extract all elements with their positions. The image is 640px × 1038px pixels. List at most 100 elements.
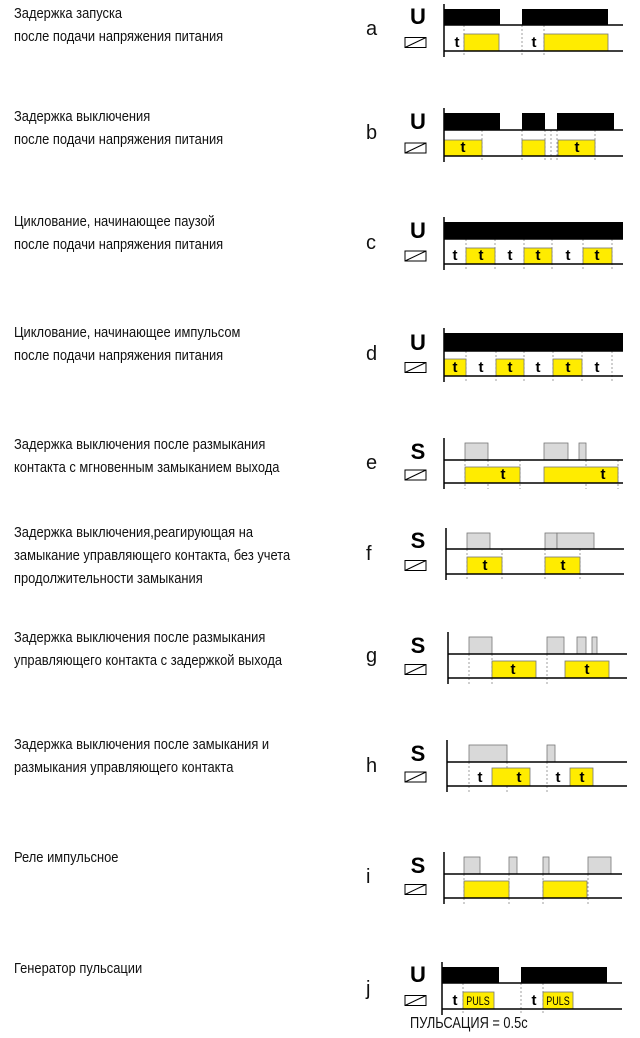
signal-label-U: U [410,4,426,29]
description-line: Реле импульсное [14,849,119,866]
signal-label-S: S [411,853,426,878]
time-label: t [566,247,571,264]
signal-label-U: U [410,218,426,243]
supply-pulse [522,113,545,130]
time-label: t [561,557,566,574]
coil-diagonal [404,250,427,262]
supply-pulse [444,9,500,25]
description-b: Задержка выключения после подачи напряжен… [14,105,223,151]
time-label: t [595,359,600,376]
time-label: t [566,359,571,376]
control-pulse [544,532,558,550]
signal-label-S: S [411,528,426,553]
time-label: t [580,769,585,786]
control-pulse [468,744,508,763]
diagram-letter-i: i [366,866,371,888]
time-label: t [483,557,488,574]
time-label: t [536,247,541,264]
output-pulse [464,466,521,484]
supply-pulse [442,967,499,983]
time-label: t [461,139,466,156]
time-label: t [453,359,458,376]
time-label: t [511,661,516,678]
time-label: t [585,661,590,678]
signal-label-S: S [411,741,426,766]
coil-diagonal [404,469,427,481]
description-a: Задержка запуска после подачи напряжения … [14,2,223,48]
coil-diagonal [404,560,427,571]
diagram-letter-g: g [366,645,378,667]
description-line: управляющего контакта с задержкой выхода [14,652,283,669]
output-pulse [543,33,609,52]
time-label: t [501,466,506,483]
diagram-letter-b: b [366,122,378,144]
puls-label: PULS [546,995,569,1009]
description-line: после подачи напряжения питания [14,131,224,148]
supply-pulse [444,222,623,239]
supply-pulse [522,9,608,25]
signal-label-U: U [410,109,426,134]
coil-diagonal [404,771,427,783]
description-line: Задержка выключения [14,108,151,125]
coil-diagonal [404,995,427,1006]
control-pulse [556,532,595,550]
description-line: после подачи напряжения питания [14,28,224,45]
description-c: Циклование, начинающее паузой после подач… [14,210,223,256]
time-label: t [532,34,537,51]
time-label: t [455,34,460,51]
puls-label: PULS [466,995,489,1009]
coil-diagonal [404,664,427,675]
time-label: t [532,992,537,1009]
description-line: Генератор пульсации [14,960,143,977]
description-line: Задержка выключения,реагирующая на [14,524,254,541]
time-label: t [479,359,484,376]
coil-diagonal [404,362,427,373]
diagram-letter-a: a [366,18,378,40]
diagram-i: S [404,852,622,904]
description-line: Задержка запуска [14,5,123,22]
supply-pulse [444,333,623,351]
control-pulse [542,856,550,875]
diagram-letter-j: j [366,978,371,1000]
diagram-letter-f: f [366,543,372,565]
description-j: Генератор пульсации [14,957,142,980]
control-pulse [587,856,612,875]
diagram-a: Ut t [404,4,623,57]
description-line: продолжительности замыкания [14,570,203,587]
diagram-letter-e: e [366,452,378,474]
control-pulse [464,442,489,461]
time-label: t [479,247,484,264]
output-pulse [542,880,588,899]
description-line: контакта с мгновенным замыканием выхода [14,459,280,476]
time-label: t [601,466,606,483]
control-pulse [591,636,598,655]
description-line: после подачи напряжения питания [14,236,224,253]
signal-label-U: U [410,962,426,987]
coil-diagonal [404,884,427,895]
time-label: t [453,992,458,1009]
output-pulse [543,466,619,484]
time-label: t [478,769,483,786]
supply-pulse [444,113,500,130]
time-label: t [595,247,600,264]
diagram-j: Ut PULS t PULS [404,962,622,1015]
control-pulse [508,856,518,875]
time-label: t [536,359,541,376]
output-pulse [463,33,500,52]
control-pulse [466,532,491,550]
description-line: Циклование, начинающее паузой [14,213,215,230]
description-line: замыкание управляющего контакта, без уче… [14,547,291,564]
control-pulse [546,744,556,763]
control-pulse [576,636,587,655]
description-line: Задержка выключения после замыкания и [14,736,270,753]
diagram-f: St t [404,528,624,580]
description-line: Задержка выключения после размыкания [14,436,266,453]
